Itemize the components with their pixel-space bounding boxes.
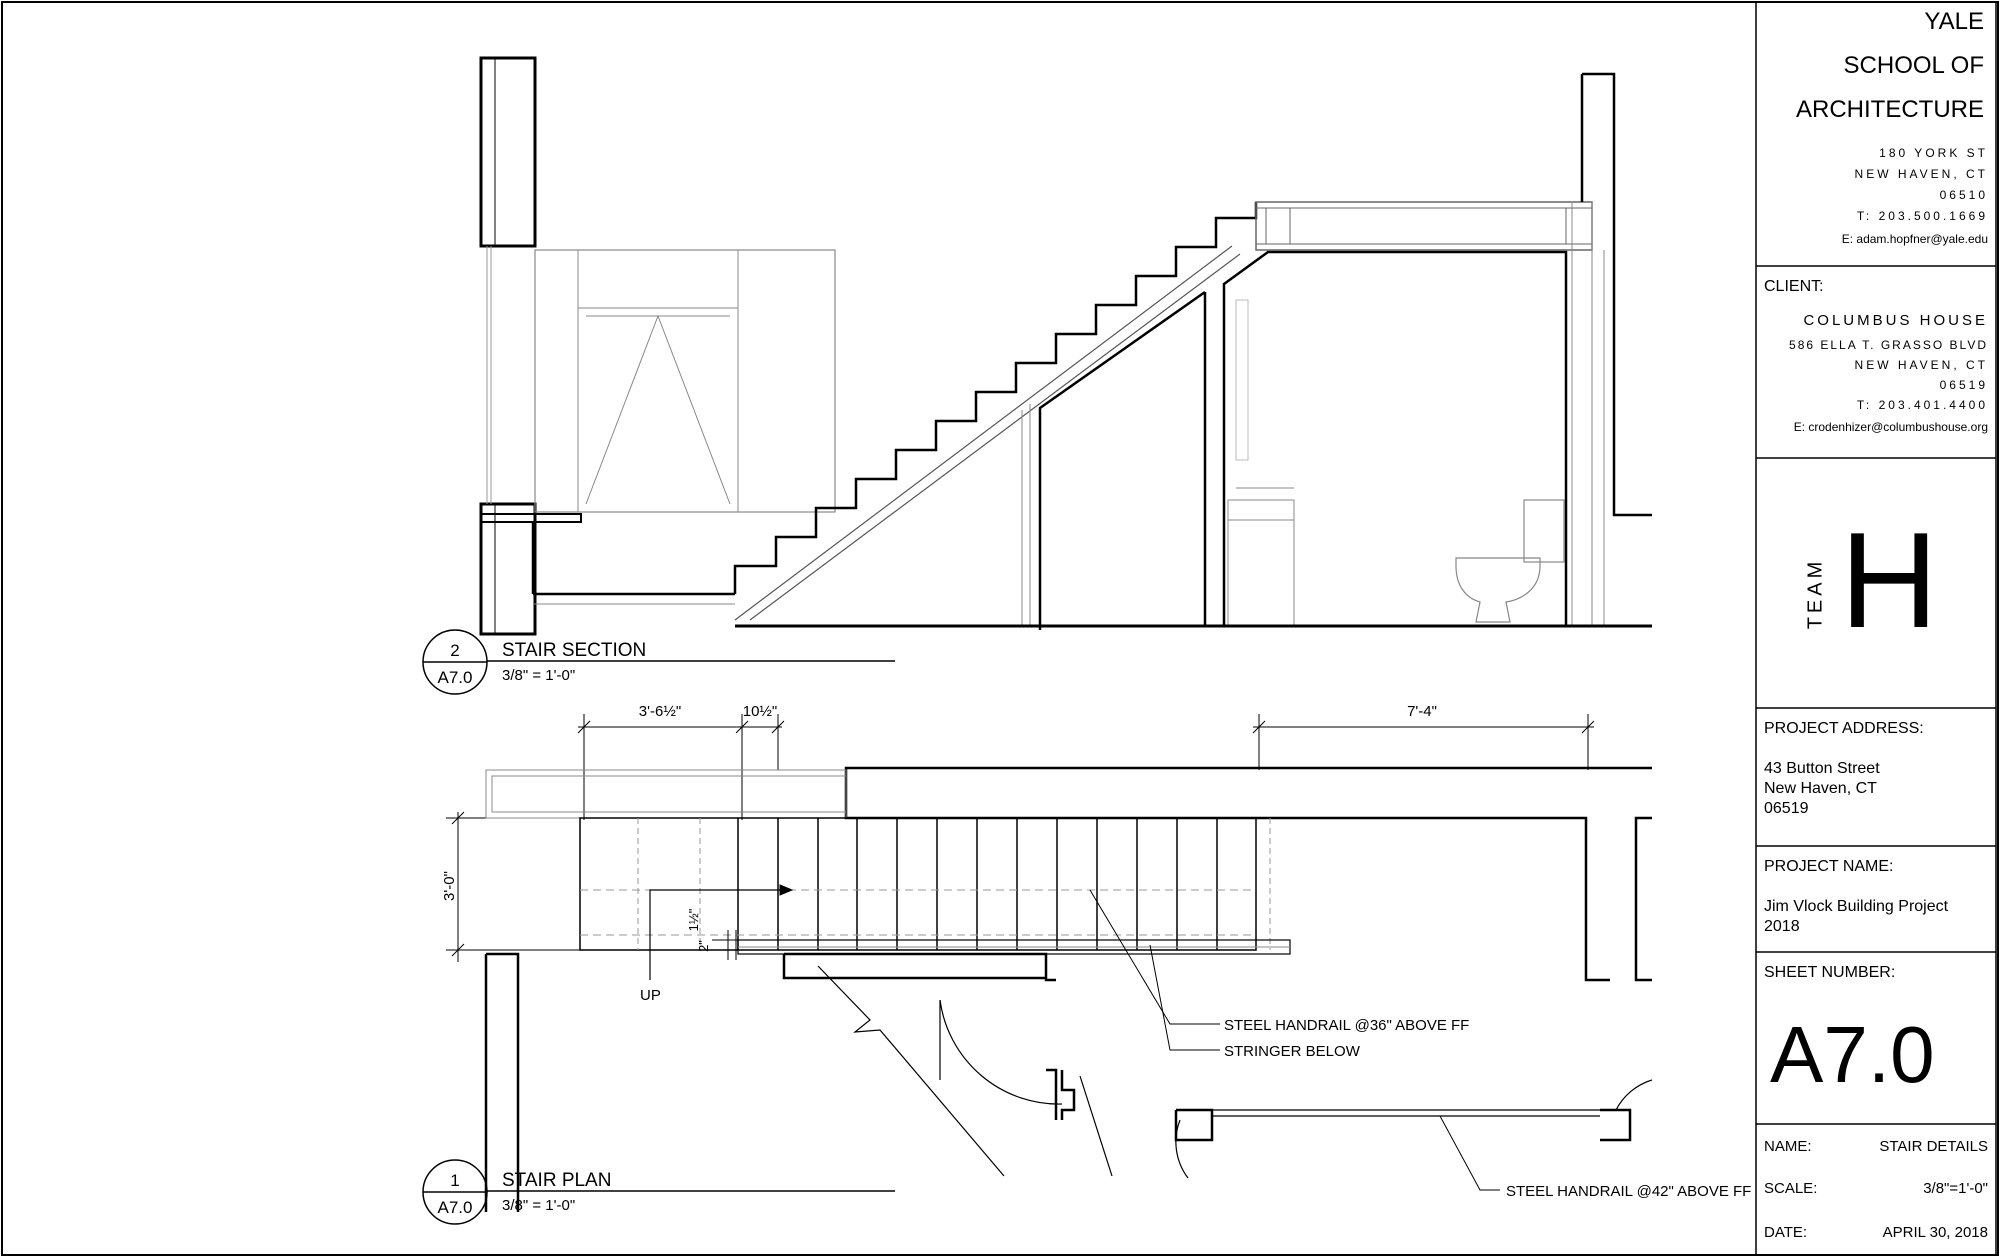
sheet-number-heading: SHEET NUMBER:	[1764, 964, 1896, 981]
team-word: TEAM	[1804, 557, 1827, 630]
client-address-line1: 586 ELLA T. GRASSO BLVD	[1789, 338, 1988, 352]
plan-note-handrail-42: STEEL HANDRAIL @42" ABOVE FF	[1506, 1183, 1751, 1200]
info-scale-label: SCALE:	[1764, 1180, 1818, 1197]
section-title: STAIR SECTION	[502, 640, 646, 661]
stair-plan-drawing	[446, 714, 1653, 1212]
client-email: E: crodenhizer@columbushouse.org	[1793, 420, 1988, 434]
plan-dim-small1: 1½"	[686, 908, 701, 931]
client-name: COLUMBUS HOUSE	[1803, 312, 1988, 329]
school-name-line3: ARCHITECTURE	[1795, 96, 1984, 123]
plan-dim-right: 7'-4"	[1407, 703, 1437, 720]
plan-dim-vertical: 3'-0"	[441, 871, 458, 901]
sheet-number-value: A7.0	[1770, 1010, 1935, 1099]
project-name-line2: 2018	[1764, 918, 1800, 935]
plan-sheet-ref: A7.0	[438, 1198, 473, 1217]
school-name-line1: YALE	[1924, 8, 1984, 35]
client-heading: CLIENT:	[1764, 278, 1824, 295]
plan-number: 1	[450, 1171, 459, 1190]
project-name-line1: Jim Vlock Building Project	[1764, 898, 1949, 915]
project-address-line1: 43 Button Street	[1764, 760, 1880, 777]
client-phone: T: 203.401.4400	[1856, 398, 1988, 412]
school-address-line3: 06510	[1939, 188, 1988, 202]
title-block-frame	[1755, 2, 1997, 1255]
plan-note-stringer: STRINGER BELOW	[1224, 1043, 1361, 1060]
school-address-line1: 180 YORK ST	[1879, 146, 1988, 160]
plan-up-label: UP	[640, 987, 661, 1004]
school-email: E: adam.hopfner@yale.edu	[1841, 232, 1988, 246]
project-address-line2: New Haven, CT	[1764, 780, 1877, 797]
info-name-value: STAIR DETAILS	[1879, 1138, 1988, 1155]
client-address-line3: 06519	[1939, 378, 1988, 392]
plan-title-bubble	[422, 1159, 895, 1225]
plan-scale: 3/8" = 1'-0"	[502, 1197, 575, 1214]
project-address-heading: PROJECT ADDRESS:	[1764, 720, 1924, 737]
plan-dim-small2: 2"	[696, 940, 711, 952]
client-address-line2: NEW HAVEN, CT	[1854, 358, 1988, 372]
plan-note-handrail-36: STEEL HANDRAIL @36" ABOVE FF	[1224, 1017, 1469, 1034]
info-scale-value: 3/8"=1'-0"	[1923, 1180, 1988, 1197]
school-phone: T: 203.500.1669	[1856, 209, 1988, 223]
stair-section-drawing	[479, 56, 1652, 636]
info-date-value: APRIL 30, 2018	[1882, 1224, 1988, 1241]
team-letter-logo: H	[1840, 504, 1939, 656]
plan-dim-left: 3'-6½"	[639, 703, 681, 720]
project-name-heading: PROJECT NAME:	[1764, 858, 1894, 875]
plan-title: STAIR PLAN	[502, 1170, 611, 1191]
section-title-bubble	[422, 629, 895, 695]
section-sheet-ref: A7.0	[438, 668, 473, 687]
section-scale: 3/8" = 1'-0"	[502, 667, 575, 684]
section-number: 2	[450, 641, 459, 660]
project-address-line3: 06519	[1764, 800, 1809, 817]
school-name-line2: SCHOOL OF	[1843, 52, 1984, 79]
info-date-label: DATE:	[1764, 1224, 1808, 1241]
school-address-line2: NEW HAVEN, CT	[1854, 167, 1988, 181]
info-name-label: NAME:	[1764, 1138, 1812, 1155]
plan-dim-mid: 10½"	[743, 703, 778, 720]
